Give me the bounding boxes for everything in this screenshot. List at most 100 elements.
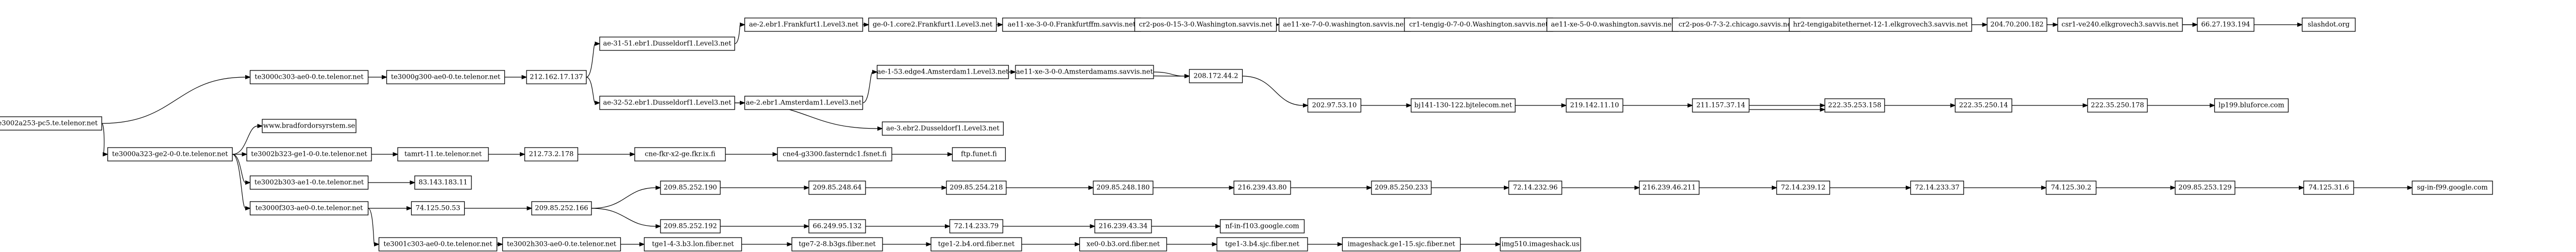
node-label: ae-2.ebr1.Amsterdam1.Level3.net [746, 99, 862, 107]
node-box [1079, 237, 1167, 251]
graph-node: cr2-pos-0-15-3-0.Washington.savvis.net [1134, 17, 1277, 32]
graph-edge [578, 152, 636, 157]
edge-arrowhead [527, 206, 533, 211]
graph-edge [1153, 71, 1190, 79]
graph-node: ae-31-51.ebr1.Dusseldorf1.Level3.net [599, 37, 735, 51]
node-label: csr1-ve240.elkgrovech3.savvis.net [2061, 21, 2179, 29]
graph-node: nf-in-f103.google.com [1219, 219, 1305, 233]
node-box [1093, 181, 1154, 195]
edge-line [1242, 76, 1303, 106]
graph-edge [591, 208, 662, 229]
node-box [2197, 17, 2255, 32]
graph-node: ae11-xe-7-0-0.washington.savvis.net [1278, 17, 1411, 32]
node-box [634, 147, 726, 161]
graph-node: te3001c303-ae0-0.te.telenor.net [378, 237, 498, 251]
graph-edge [1307, 242, 1343, 247]
graph-node: 209.85.254.218 [946, 181, 1007, 195]
node-box [1134, 17, 1277, 32]
node-label: 74.125.31.6 [2309, 184, 2349, 192]
edge-line [586, 77, 596, 103]
graph-edge [232, 123, 263, 155]
node-label: cr1-tengig-0-7-0-0.Washington.savvis.net [1409, 21, 1549, 29]
graph-edge [734, 22, 745, 44]
graph-edge [464, 206, 533, 211]
node-label: lp199.bluforce.com [2218, 102, 2284, 110]
graph-node: cne-fkr-x2-ge.fkr.ix.fi [634, 147, 726, 161]
graph-node: xe0-0.b3.ord.fiber.net [1079, 237, 1167, 251]
graph-node: 72.14.232.96 [1508, 181, 1563, 195]
node-box [2057, 17, 2183, 32]
node-box [1824, 98, 1885, 113]
graph-edge [1623, 103, 1693, 108]
graph-node: 209.85.252.166 [531, 201, 592, 215]
graph-node: 74.125.30.2 [2045, 181, 2097, 195]
graph-edge [1151, 224, 1221, 229]
node-label: cr2-pos-0-7-3-2.chicago.savvis.net [1679, 21, 1794, 29]
edge-arrowhead [393, 152, 399, 157]
node-label: ae-32-52.ebr1.Dusseldorf1.Level3.net [603, 99, 732, 107]
graph-node: te3002h303-ae0-0.te.telenor.net [502, 237, 621, 251]
graph-node: ae-1-53.edge4.Amsterdam1.Level3.net [876, 65, 1009, 79]
graph-node: lp199.bluforce.com [2214, 98, 2289, 113]
node-label: ae-31-51.ebr1.Dusseldorf1.Level3.net [603, 40, 732, 48]
node-box [2214, 98, 2289, 113]
edge-arrowhead [2407, 185, 2413, 190]
node-label: xe0-0.b3.ord.fiber.net [1087, 241, 1160, 248]
node-label: 66.249.95.132 [812, 223, 861, 230]
edge-arrowhead [242, 152, 248, 157]
graph-node: 216.239.43.34 [1094, 219, 1152, 233]
node-box [1692, 98, 1750, 113]
edge-arrowhead [498, 242, 503, 247]
edge-arrowhead [1184, 74, 1190, 79]
edge-arrowhead [1634, 185, 1640, 190]
node-label: ae-3.ebr2.Dusseldorf1.Level3.net [886, 125, 999, 133]
graph-edge [2096, 185, 2176, 190]
edge-arrowhead [1504, 185, 1510, 190]
graph-node: bj141-130-122.bjtelecom.net [1411, 98, 1516, 113]
node-label: tge1-3.b4.sjc.fiber.net [1225, 241, 1300, 248]
node-box [952, 147, 1006, 161]
node-label: 209.85.248.64 [812, 184, 861, 192]
edge-arrowhead [1090, 224, 1096, 229]
edge-arrowhead [997, 22, 1004, 27]
node-label: 209.85.254.218 [950, 184, 1003, 192]
node-box [1672, 17, 1801, 32]
graph-edge [368, 180, 416, 185]
node-label: ae11-xe-3-0-0.Frankfurtffm.savvis.net [1008, 21, 1136, 29]
graph-edge [101, 123, 109, 157]
graph-node: 222.35.253.158 [1824, 98, 1885, 113]
graph-edge [368, 208, 380, 247]
graph-node: www.bradfordorsyrstem.se [262, 119, 357, 133]
edge-line [368, 208, 375, 245]
edge-arrowhead [1303, 103, 1309, 108]
node-box [1233, 181, 1291, 195]
node-box [777, 147, 892, 161]
graph-edge [2147, 103, 2215, 108]
node-box [1910, 181, 1964, 195]
edge-arrowhead [245, 206, 251, 211]
edge-line [232, 125, 258, 155]
graph-node: 222.35.250.14 [1955, 98, 2012, 113]
node-label: 209.85.252.166 [535, 205, 588, 212]
edge-arrowhead [804, 224, 810, 229]
graph-node: te3002b323-ge1-0-0.te.telenor.net [246, 147, 372, 161]
node-box [2301, 17, 2356, 32]
graph-edge [1749, 103, 1826, 108]
node-label: te3001c303-ae0-0.te.telenor.net [383, 241, 493, 248]
graph-edge [1562, 185, 1640, 190]
node-box [1307, 98, 1362, 113]
graph-edge [586, 77, 601, 105]
graph-edge [371, 152, 399, 157]
node-label: ae-1-53.edge4.Amsterdam1.Level3.net [877, 68, 1009, 76]
node-label: te3000a323-ge2-0-0.te.telenor.net [112, 151, 229, 158]
node-label: 216.239.46.211 [1642, 184, 1696, 192]
graph-edge [1242, 76, 1309, 108]
node-label: ge-0-1.core2.Frankfurt1.Level3.net [873, 21, 993, 29]
node-box [1216, 237, 1308, 251]
node-label: tge7-2-8.b3gs.fiber.net [799, 241, 876, 248]
node-box [1789, 17, 1972, 32]
graph-edge [866, 185, 947, 190]
graph-node: 66.27.193.194 [2197, 17, 2255, 32]
node-label: 212.73.2.178 [529, 151, 574, 158]
